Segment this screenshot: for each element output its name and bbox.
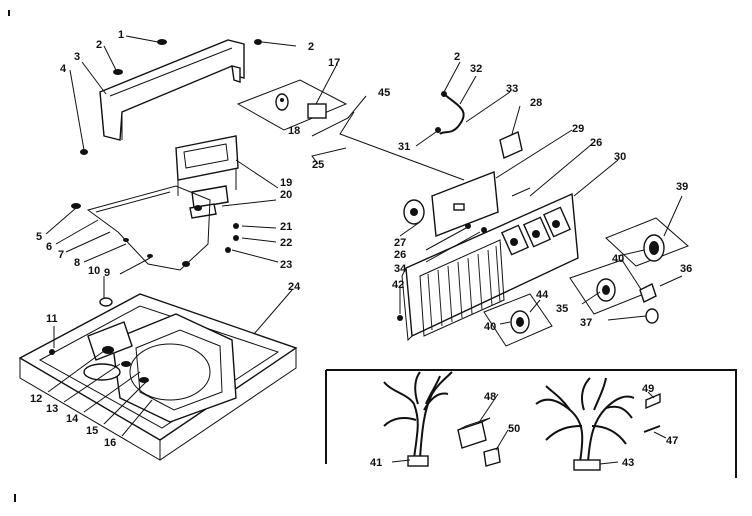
panel-bracket: [403, 171, 531, 237]
leader-lines: [45, 35, 683, 465]
callout-17: 17: [328, 57, 340, 69]
callout-1: 1: [118, 29, 124, 41]
knob-assemblies: [483, 217, 689, 347]
callout-40a: 40: [612, 253, 624, 265]
callout-47: 47: [666, 435, 678, 447]
callout-49: 49: [642, 383, 654, 395]
callout-14: 14: [66, 413, 79, 425]
callout-41: 41: [370, 457, 382, 469]
callout-36: 36: [680, 263, 692, 275]
callout-28: 28: [530, 97, 542, 109]
callout-24: 24: [288, 281, 301, 293]
callout-31: 31: [398, 141, 410, 153]
callout-33: 33: [506, 83, 518, 95]
wire-harness-43: [535, 377, 661, 471]
callout-42: 42: [392, 279, 404, 291]
callout-23: 23: [280, 259, 292, 271]
callout-44: 44: [536, 289, 549, 301]
callout-22: 22: [280, 237, 292, 249]
callout-10: 10: [88, 265, 100, 277]
top-cover: [18, 293, 298, 461]
callout-2c: 2: [454, 51, 460, 63]
callout-35: 35: [556, 303, 568, 315]
callout-43: 43: [622, 457, 634, 469]
callout-18: 18: [288, 125, 300, 137]
callout-labels: 1 2 2 3 4 5 6 7 8 9 10 11 12 13 14 15 16…: [30, 29, 692, 469]
callout-45: 45: [378, 87, 390, 99]
callout-4: 4: [60, 63, 67, 75]
callout-25: 25: [312, 159, 324, 171]
callout-26b: 26: [394, 249, 406, 261]
callout-3: 3: [74, 51, 80, 63]
callout-34: 34: [394, 263, 407, 275]
callout-30: 30: [614, 151, 626, 163]
callout-19: 19: [280, 177, 292, 189]
harness-inset-frame: [325, 369, 737, 478]
callout-26a: 26: [590, 137, 602, 149]
callout-39: 39: [676, 181, 688, 193]
timer-bracket: [236, 79, 348, 131]
callout-12: 12: [30, 393, 42, 405]
connector-50: [483, 447, 501, 467]
callout-40b: 40: [484, 321, 496, 333]
callout-11: 11: [46, 313, 58, 325]
callout-6: 6: [46, 241, 52, 253]
callout-9: 9: [104, 267, 110, 279]
callout-27: 27: [394, 237, 406, 249]
callout-8: 8: [74, 257, 80, 269]
callout-7: 7: [58, 249, 64, 261]
control-panel: [397, 192, 579, 342]
callout-29: 29: [572, 123, 584, 135]
callout-2b: 2: [308, 41, 314, 53]
callout-2a: 2: [96, 39, 102, 51]
console-handle: [99, 39, 245, 141]
callout-15: 15: [86, 425, 98, 437]
connector-48: [457, 417, 491, 449]
wire-harness-small: [435, 91, 523, 159]
wiring-plate: [71, 185, 239, 271]
callout-50: 50: [508, 423, 520, 435]
callout-20: 20: [280, 189, 292, 201]
lid-switch-assembly: [175, 135, 239, 219]
callout-21: 21: [280, 221, 292, 233]
callout-5: 5: [36, 231, 42, 243]
callout-37: 37: [580, 317, 592, 329]
wire-harness-41: [383, 371, 453, 467]
callout-13: 13: [46, 403, 58, 415]
screws-top: [80, 39, 262, 155]
scan-marks: [8, 10, 16, 502]
callout-48: 48: [484, 391, 496, 403]
callout-32: 32: [470, 63, 482, 75]
callout-16: 16: [104, 437, 116, 449]
